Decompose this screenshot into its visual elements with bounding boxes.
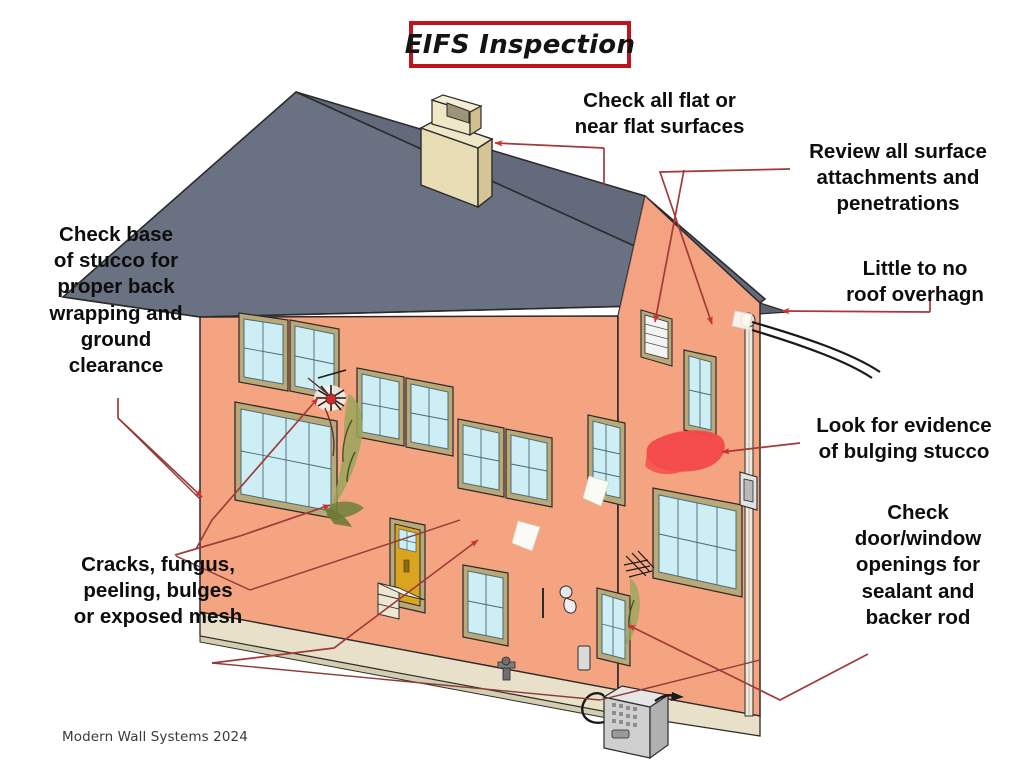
- entry-door: [377, 517, 426, 620]
- window-group-lower-front: [234, 401, 509, 647]
- footer-credit: Modern Wall Systems 2024: [62, 729, 248, 745]
- callout-roof-overhang: Little to no roof overhagn: [846, 257, 984, 307]
- sealant-highlight: [511, 475, 610, 552]
- callout-cracks-fungus: Cracks, fungus, peeling, bulges or expos…: [73, 553, 243, 629]
- gable-vent-icon: [640, 309, 673, 367]
- light-fixture-icon: [559, 585, 577, 614]
- page-title-box: EIFS Inspection: [405, 21, 635, 68]
- window: [596, 587, 631, 667]
- callout-openings-sealant: Check door/window openings for sealant a…: [854, 501, 982, 629]
- window: [405, 377, 454, 457]
- callout-stucco-base: Check base of stucco for proper back wra…: [49, 223, 183, 378]
- callout-connectors: [117, 417, 761, 701]
- window: [356, 367, 405, 447]
- window-group-upper-front: [238, 312, 553, 508]
- front-wall: [199, 315, 619, 721]
- service-wires: [751, 320, 881, 379]
- page-title: EIFS Inspection: [404, 29, 636, 60]
- callout-arrows: [117, 143, 931, 701]
- window: [457, 418, 505, 498]
- sealant-highlight: [731, 310, 753, 331]
- callout-flat-surfaces: Check all flat or near flat surfaces: [574, 89, 745, 139]
- bulge-blob: [645, 430, 725, 475]
- fungus-patch: [322, 394, 364, 527]
- window: [505, 428, 553, 508]
- callout-surface-attachments: Review all surface attachments and penet…: [809, 140, 987, 216]
- ac-condenser: [581, 685, 684, 760]
- window: [462, 564, 509, 647]
- window: [238, 312, 289, 392]
- wall-panel-icon: [577, 645, 591, 671]
- hose-bib-icon: [497, 656, 516, 681]
- mesh-patch: [623, 550, 655, 578]
- window: [234, 401, 338, 520]
- window: [652, 487, 743, 598]
- callout-bulging-stucco: Look for evidence of bulging stucco: [816, 414, 992, 464]
- window-group-gable: [587, 349, 743, 667]
- crack-star: [307, 369, 347, 457]
- electrical-meter: [739, 471, 758, 511]
- window: [683, 349, 717, 438]
